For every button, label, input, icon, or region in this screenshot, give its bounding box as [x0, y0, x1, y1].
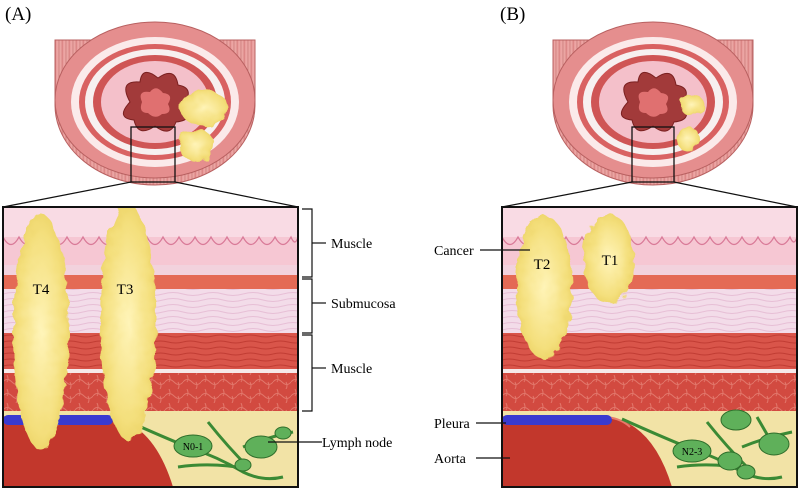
node-label-n0-1: N0-1: [183, 442, 204, 453]
tumor-label-t2: T2: [534, 257, 551, 273]
label-pleura: Pleura: [434, 417, 471, 432]
label-lymph-node: Lymph node: [322, 436, 392, 451]
esophagus-cross-section-a: [54, 21, 256, 186]
label-muscle-bottom: Muscle: [331, 362, 372, 377]
leader-lines-b: [476, 249, 530, 459]
panel-a-letter: (A): [5, 4, 31, 25]
label-cancer: Cancer: [434, 244, 474, 259]
esophagus-cross-section-b: [552, 21, 754, 186]
tumor-label-t4: T4: [33, 282, 50, 298]
label-submucosa: Submucosa: [331, 297, 396, 312]
panel-a: (A): [2, 4, 396, 488]
tissue-detail-a: T4 T3 N0-1: [2, 206, 299, 488]
tumor-label-t1: T1: [602, 253, 619, 269]
tumor-label-t3: T3: [117, 282, 134, 298]
panel-b-letter: (B): [500, 4, 525, 25]
node-label-n2-3: N2-3: [682, 447, 703, 458]
panel-b: (B): [434, 4, 798, 488]
label-muscle-top: Muscle: [331, 237, 372, 252]
label-aorta: Aorta: [434, 452, 467, 467]
layer-labels-a: [268, 208, 326, 443]
tissue-detail-b: T2 T1 N2-3: [501, 206, 798, 488]
